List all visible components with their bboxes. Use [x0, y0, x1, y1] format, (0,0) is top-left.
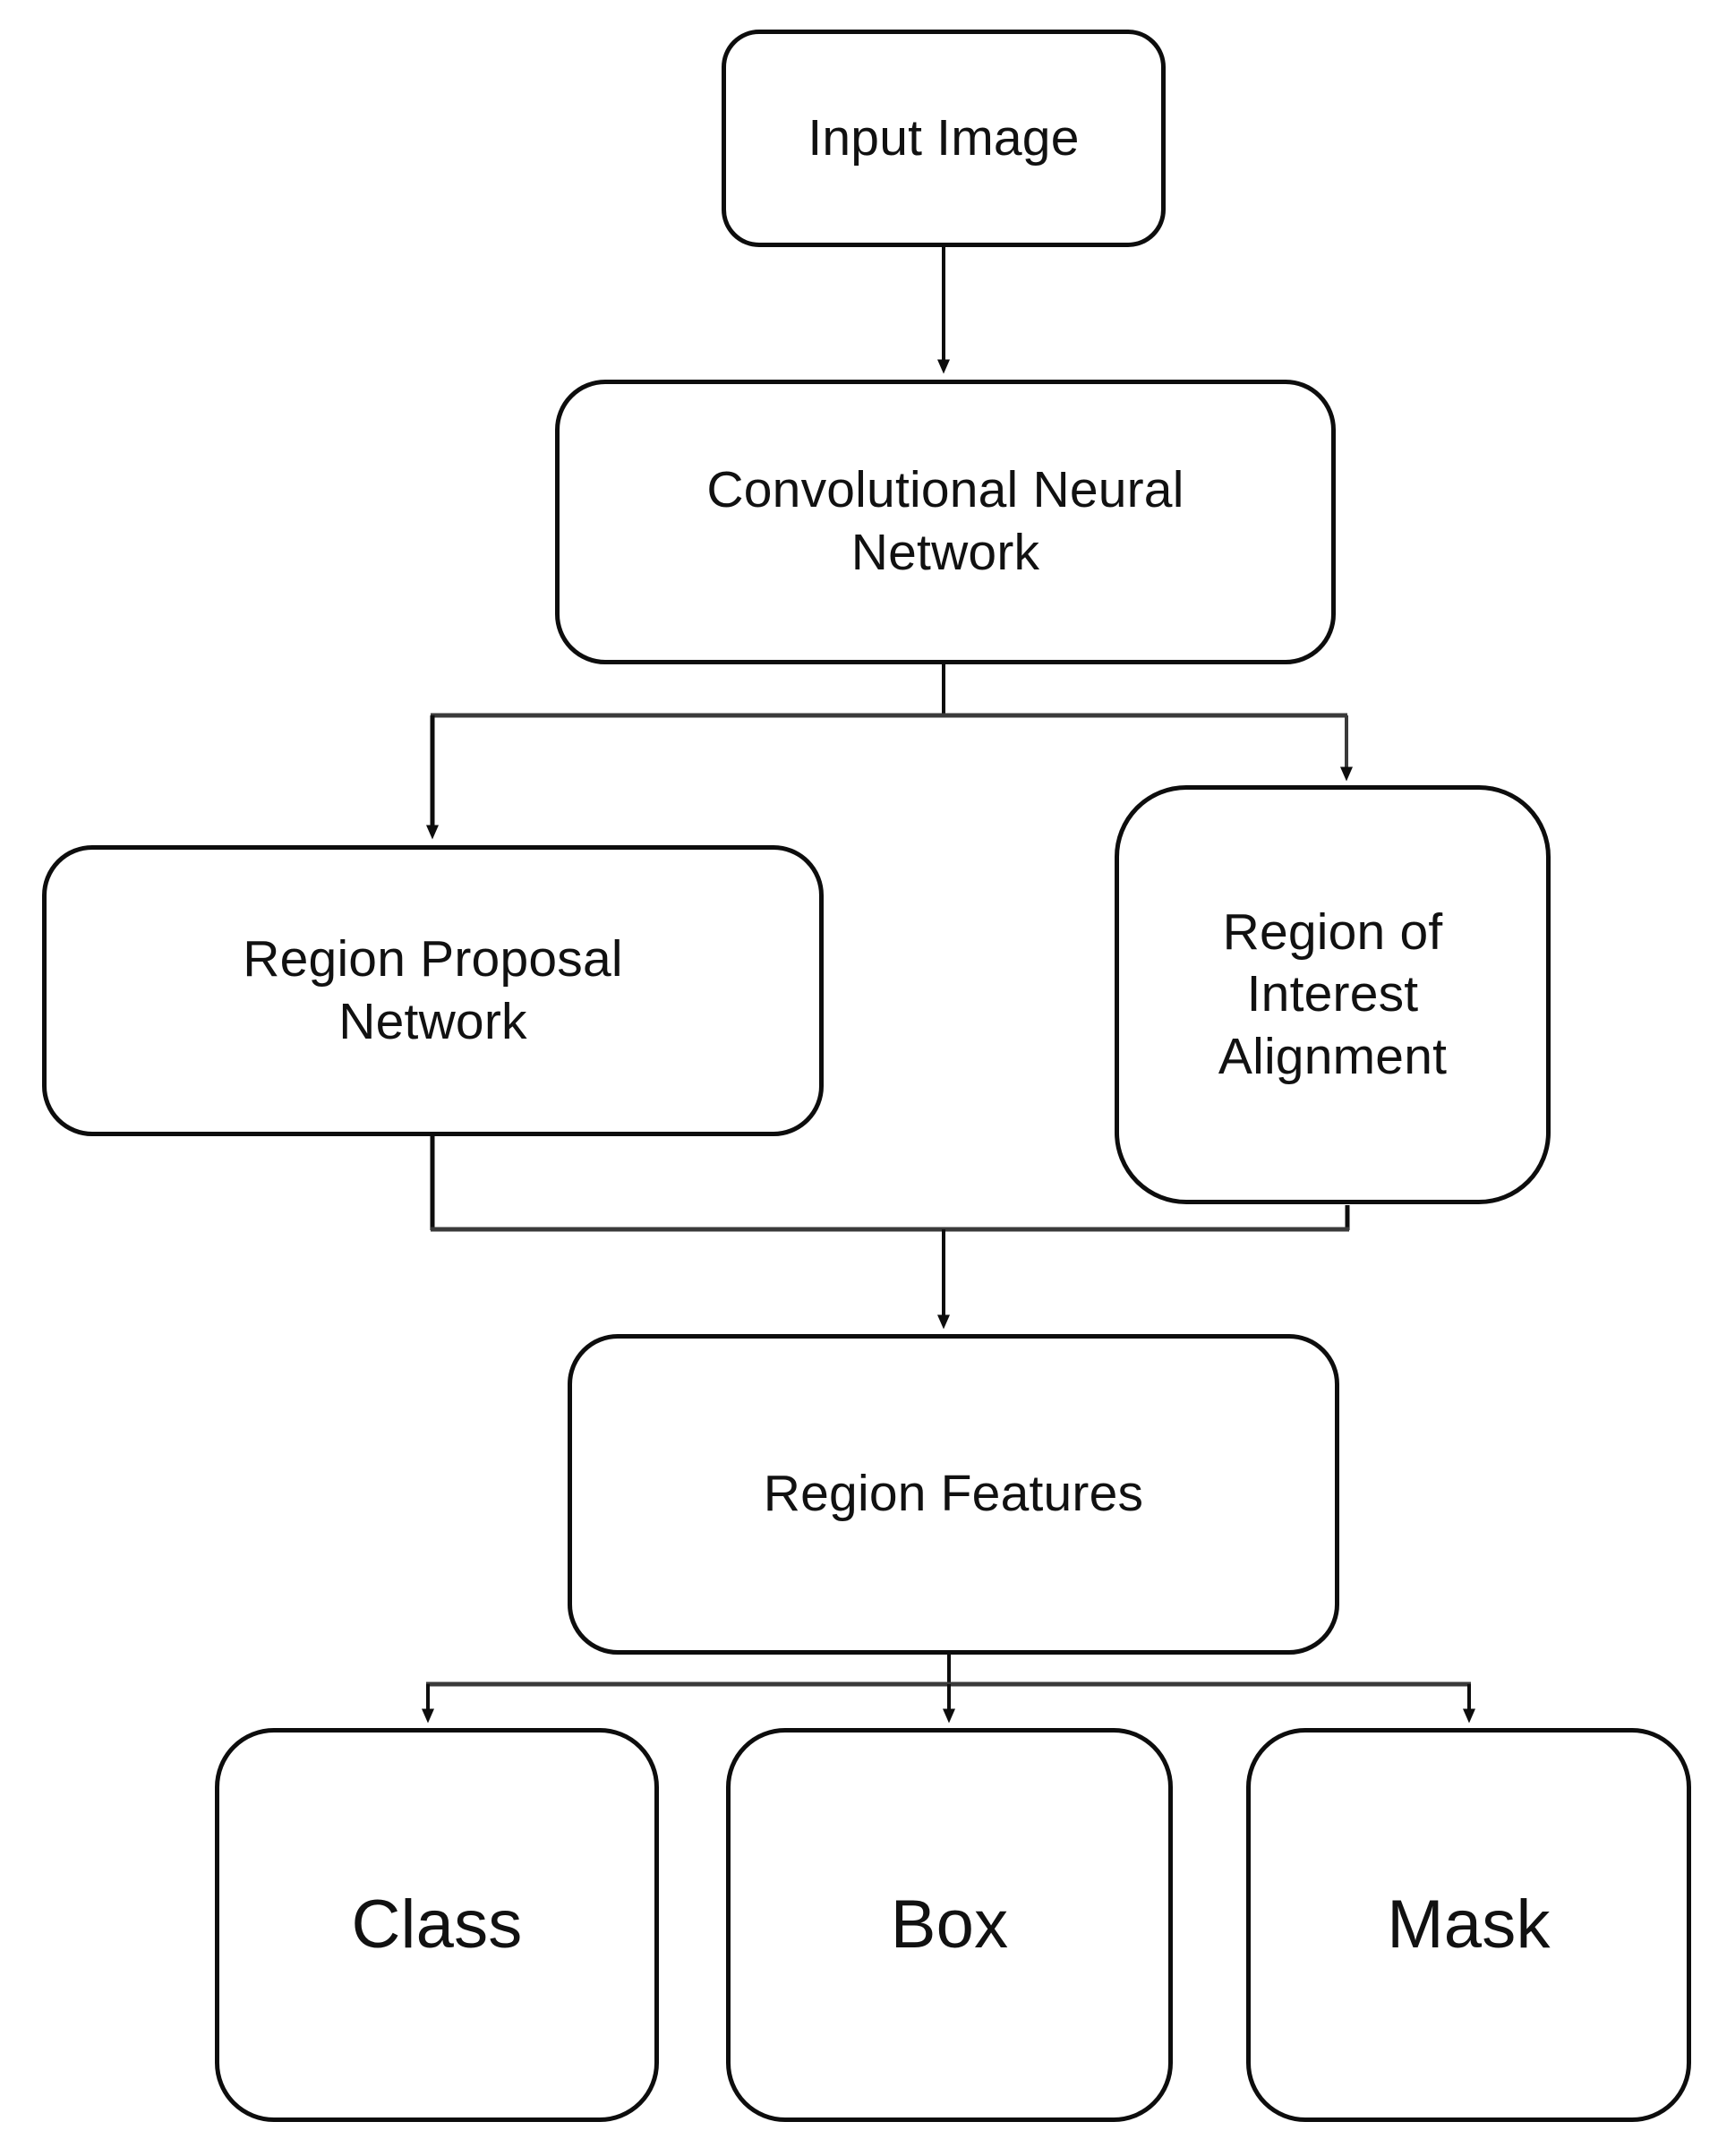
- node-box[interactable]: Box: [726, 1728, 1173, 2122]
- node-region-features[interactable]: Region Features: [568, 1334, 1339, 1655]
- node-region-of-interest-alignment-label: Region of Interest Alignment: [1218, 903, 1448, 1085]
- node-region-proposal-network[interactable]: Region Proposal Network: [42, 845, 824, 1136]
- node-class[interactable]: Class: [215, 1728, 659, 2122]
- node-input-image-label: Input Image: [808, 108, 1080, 167]
- edge-cnn-split-stem: [431, 664, 1347, 718]
- node-class-label: Class: [351, 1886, 523, 1963]
- node-region-proposal-network-label: Region Proposal Network: [243, 929, 623, 1050]
- node-input-image[interactable]: Input Image: [722, 30, 1166, 247]
- node-region-features-label: Region Features: [763, 1465, 1144, 1523]
- edge-region-features-split: [422, 1655, 1475, 1724]
- node-region-of-interest-alignment[interactable]: Region of Interest Alignment: [1115, 785, 1551, 1204]
- node-convolutional-neural-network-label: Convolutional Neural Network: [706, 461, 1184, 581]
- node-box-label: Box: [890, 1886, 1009, 1963]
- node-mask[interactable]: Mask: [1246, 1728, 1691, 2122]
- node-convolutional-neural-network[interactable]: Convolutional Neural Network: [555, 380, 1336, 664]
- node-mask-label: Mask: [1387, 1886, 1551, 1963]
